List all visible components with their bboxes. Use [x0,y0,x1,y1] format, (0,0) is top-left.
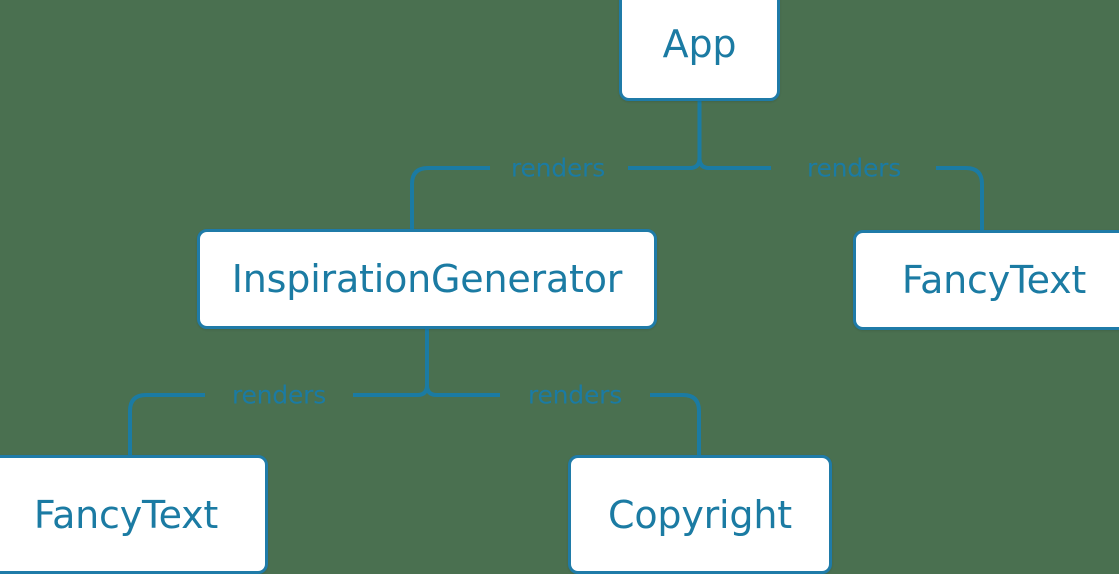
node-app[interactable]: App [619,0,780,101]
edge-connector-layer [128,101,984,455]
node-fancytext-right[interactable]: FancyText [853,230,1119,330]
edge-ig-stem-mirror [417,384,429,397]
node-fancytext-left-label: FancyText [33,492,219,537]
node-inspirationgenerator[interactable]: InspirationGenerator [197,229,657,329]
edge-ig-to-copyright [436,393,701,455]
node-fancytext-right-label: FancyText [901,258,1087,302]
edge-label-ig-to-fancytext-left: renders [231,380,327,410]
node-inspirationgenerator-label: InspirationGenerator [231,257,623,301]
edge-app-to-inspirationgenerator [410,166,690,229]
edge-app-stem-mirror [689,157,702,170]
node-copyright-label: Copyright [608,492,792,537]
edge-label-app-to-fancytext-right: renders [806,153,902,183]
edge-app-to-fancytext-right [709,166,984,230]
node-app-label: App [662,21,737,66]
edge-ig-to-fancytext-left [128,393,418,455]
edge-app-stem [697,101,710,170]
node-fancytext-left[interactable]: FancyText [0,455,268,574]
edge-label-app-to-inspirationgenerator: renders [510,153,606,183]
edge-label-ig-to-copyright: renders [527,380,623,410]
node-copyright[interactable]: Copyright [568,455,832,574]
